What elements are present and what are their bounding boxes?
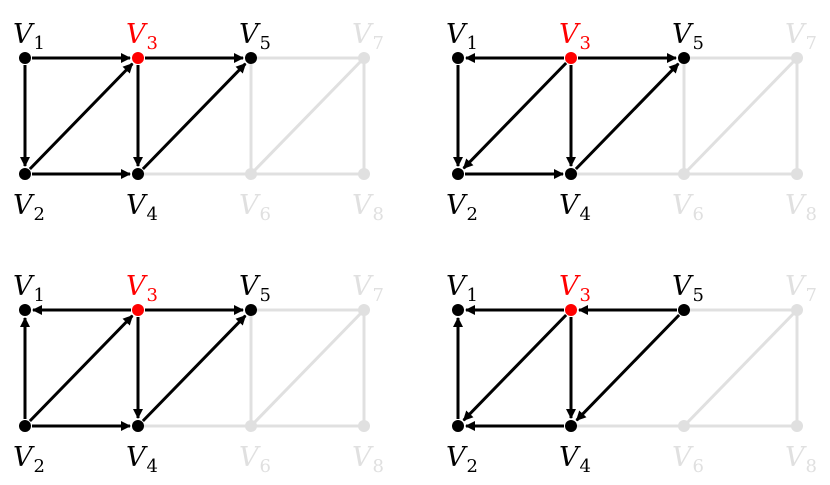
- arrow-v4-to-v5: [574, 62, 680, 171]
- node-v5: [245, 304, 257, 316]
- node-v1: [19, 304, 31, 316]
- arrow-v5-to-v4: [575, 313, 681, 422]
- arrow-v3-to-v2: [462, 61, 568, 170]
- node-label-v8: V8: [352, 442, 384, 477]
- arrow-v4-to-v5: [141, 62, 247, 171]
- node-label-v2: V2: [13, 442, 45, 477]
- node-v8: [358, 168, 370, 180]
- node-label-v8: V8: [785, 442, 817, 477]
- node-v8: [358, 420, 370, 432]
- node-v3: [565, 52, 577, 64]
- node-label-v4: V4: [559, 442, 591, 477]
- node-label-v7: V7: [352, 271, 384, 306]
- node-v5: [245, 52, 257, 64]
- node-label-v7: V7: [352, 19, 384, 54]
- node-label-v3: V3: [559, 19, 591, 54]
- node-v6: [245, 168, 257, 180]
- node-label-v6: V6: [239, 442, 271, 477]
- node-v8: [791, 420, 803, 432]
- node-label-v6: V6: [672, 442, 704, 477]
- node-label-v4: V4: [559, 190, 591, 225]
- node-v7: [358, 52, 370, 64]
- node-v2: [19, 168, 31, 180]
- node-label-v8: V8: [785, 190, 817, 225]
- node-label-v5: V5: [672, 19, 704, 54]
- arrow-v2-to-v3: [28, 314, 134, 423]
- node-v5: [678, 304, 690, 316]
- node-v7: [791, 52, 803, 64]
- node-label-v5: V5: [672, 271, 704, 306]
- arrow-v2-to-v3: [28, 62, 134, 171]
- node-label-v7: V7: [785, 19, 817, 54]
- node-v4: [132, 420, 144, 432]
- node-v3: [132, 304, 144, 316]
- node-label-v1: V1: [13, 19, 45, 54]
- node-label-v2: V2: [446, 442, 478, 477]
- node-v2: [452, 420, 464, 432]
- node-v8: [791, 168, 803, 180]
- node-label-v5: V5: [239, 19, 271, 54]
- node-v1: [452, 304, 464, 316]
- arrow-v4-to-v5: [141, 314, 247, 423]
- node-label-v6: V6: [239, 190, 271, 225]
- node-label-v1: V1: [446, 271, 478, 306]
- node-v2: [19, 420, 31, 432]
- node-label-v3: V3: [559, 271, 591, 306]
- arrow-v3-to-v2: [462, 313, 568, 422]
- faded-edge-v6-v7: [249, 56, 366, 176]
- node-v6: [245, 420, 257, 432]
- node-v4: [565, 420, 577, 432]
- node-v4: [565, 168, 577, 180]
- node-v6: [678, 168, 690, 180]
- node-label-v8: V8: [352, 190, 384, 225]
- node-label-v3: V3: [126, 19, 158, 54]
- node-label-v3: V3: [126, 271, 158, 306]
- node-v4: [132, 168, 144, 180]
- node-v1: [452, 52, 464, 64]
- faded-edge-v6-v7: [682, 56, 799, 176]
- node-label-v2: V2: [446, 190, 478, 225]
- node-label-v4: V4: [126, 442, 158, 477]
- node-v6: [678, 420, 690, 432]
- node-label-v4: V4: [126, 190, 158, 225]
- node-v7: [791, 304, 803, 316]
- node-label-v5: V5: [239, 271, 271, 306]
- faded-edge-v6-v7: [682, 308, 799, 428]
- node-v5: [678, 52, 690, 64]
- node-label-v1: V1: [446, 19, 478, 54]
- node-label-v2: V2: [13, 190, 45, 225]
- node-v7: [358, 304, 370, 316]
- node-label-v7: V7: [785, 271, 817, 306]
- faded-edge-v6-v7: [249, 308, 366, 428]
- node-v3: [132, 52, 144, 64]
- node-label-v1: V1: [13, 271, 45, 306]
- node-label-v6: V6: [672, 190, 704, 225]
- node-v3: [565, 304, 577, 316]
- node-v2: [452, 168, 464, 180]
- node-v1: [19, 52, 31, 64]
